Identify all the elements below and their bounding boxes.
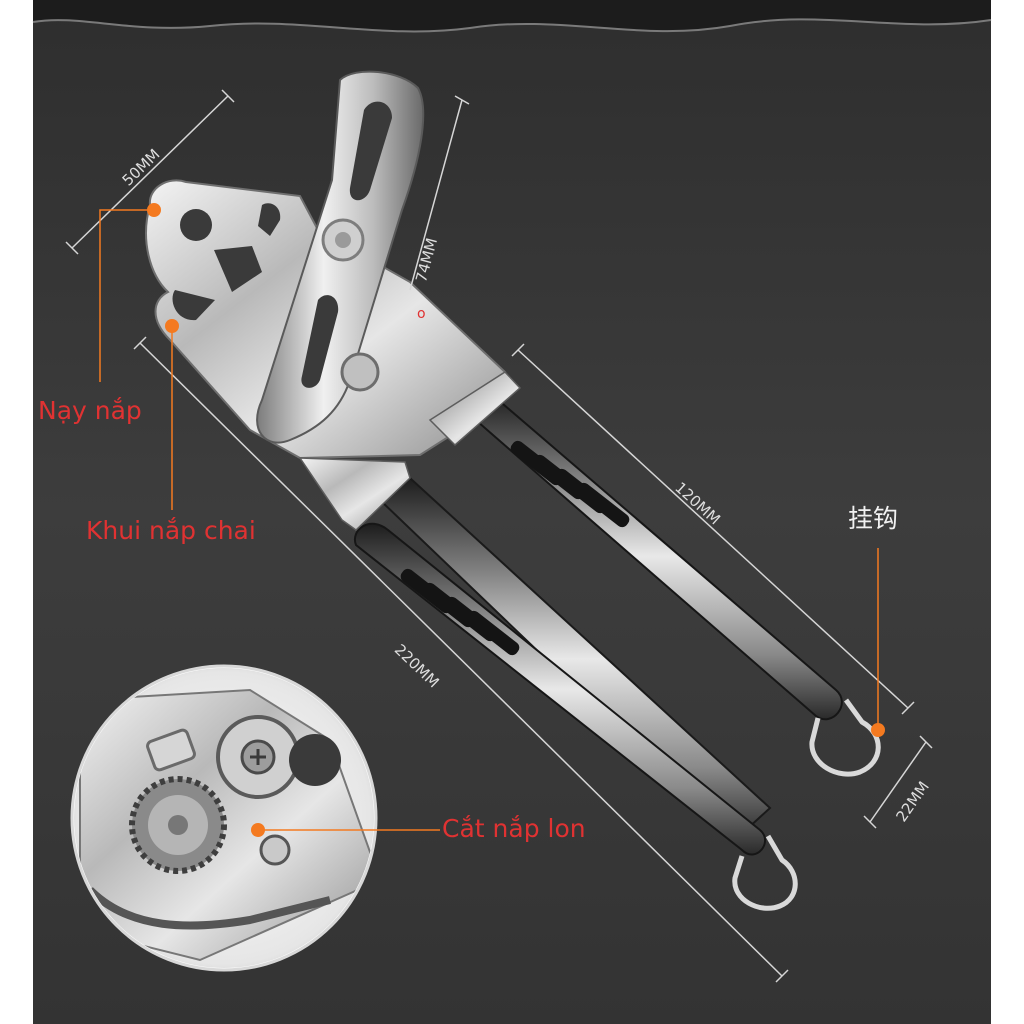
- svg-text:o: o: [417, 306, 426, 322]
- callout-lines: [99, 209, 879, 831]
- label-lid-pry: Nạy nắp: [38, 396, 142, 425]
- opener-head: [145, 70, 522, 531]
- label-can-cutter: Cắt nắp lon: [442, 814, 586, 843]
- label-bottle-opener: Khui nắp chai: [86, 516, 256, 545]
- lower-handle: [353, 476, 798, 911]
- upper-handle: [467, 392, 881, 777]
- label-hook: 挂钩: [848, 504, 899, 533]
- callout-markers: [147, 203, 885, 837]
- dimension-lines: [65, 89, 933, 983]
- cutter-detail-inset: [70, 664, 378, 972]
